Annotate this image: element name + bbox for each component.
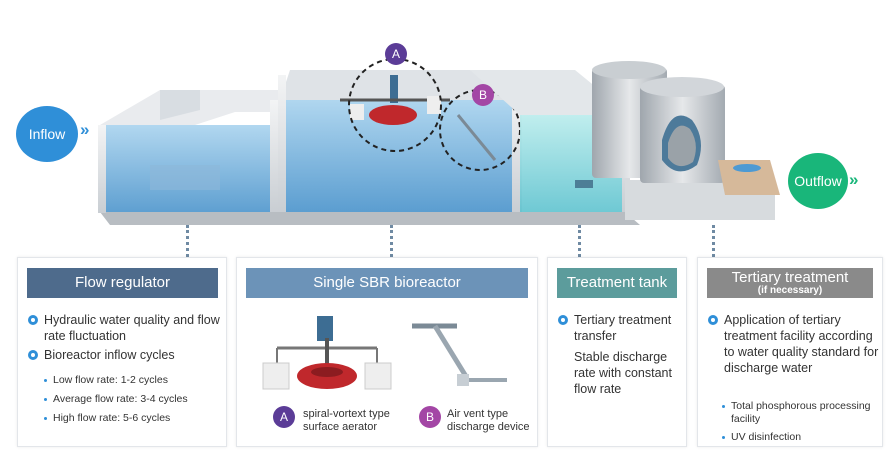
tertiary-subitem-1: Total phosphorous processing facility (722, 400, 872, 426)
flow-regulator-subitem-1: Low flow rate: 1-2 cycles (44, 374, 224, 387)
flow-regulator-title: Flow regulator (27, 268, 218, 298)
flow-regulator-subitem-3: High flow rate: 5-6 cycles (44, 412, 224, 425)
inflow-chevron-icon: » (80, 120, 90, 139)
outflow-label: Outflow (788, 153, 848, 209)
badge-a-scene: A (385, 43, 407, 65)
treatment-plant-illustration (98, 58, 780, 225)
outflow-chevron-icon: » (849, 170, 859, 189)
flow-regulator-item-2: Bioreactor inflow cycles (28, 347, 223, 363)
treatment-tank-item-1: Tertiary treatment transfer (558, 312, 683, 344)
bullet-ring-icon (708, 315, 718, 325)
badge-b: B (419, 406, 441, 428)
tertiary-title: Tertiary treatment (if necessary) (707, 268, 873, 298)
tertiary-item-1: Application of tertiary treatment facili… (708, 312, 880, 376)
tertiary-subtitle: (if necessary) (757, 285, 823, 296)
connector-flow-regulator (186, 225, 189, 257)
connector-sbr (390, 225, 393, 257)
sbr-title: Single SBR bioreactor (246, 268, 528, 298)
flow-regulator-subitem-2: Average flow rate: 3-4 cycles (44, 393, 224, 406)
panel-sbr: Single SBR bioreactor A spiral-vortext t… (236, 257, 538, 447)
callout-discharge-device: Air vent type discharge device (447, 408, 530, 433)
plant-drawing (98, 58, 780, 225)
sbr-equipment-drawing (262, 316, 507, 390)
tertiary-subitem-2: UV disinfection (722, 431, 872, 444)
treatment-tank-note: Stable discharge rate with constant flow… (574, 350, 672, 396)
treatment-tank-title: Treatment tank (557, 268, 677, 298)
aerator-motor-icon (317, 316, 333, 341)
badge-b-scene: B (472, 84, 494, 106)
bullet-ring-icon (558, 315, 568, 325)
inflow-label: Inflow (16, 106, 78, 162)
panel-tertiary-treatment: Tertiary treatment (if necessary) Applic… (697, 257, 883, 447)
flow-regulator-item-1: Hydraulic water quality and flow rate fl… (28, 312, 223, 344)
bullet-ring-icon (28, 315, 38, 325)
callout-aerator: spiral-vortext type surface aerator (303, 408, 390, 433)
connector-tertiary (712, 225, 715, 257)
panel-treatment-tank: Treatment tank Tertiary treatment transf… (547, 257, 687, 447)
bullet-ring-icon (28, 350, 38, 360)
connector-treatment-tank (578, 225, 581, 257)
sbr-basin (280, 100, 520, 212)
panel-flow-regulator: Flow regulator Hydraulic water quality a… (17, 257, 227, 447)
badge-a: A (273, 406, 295, 428)
